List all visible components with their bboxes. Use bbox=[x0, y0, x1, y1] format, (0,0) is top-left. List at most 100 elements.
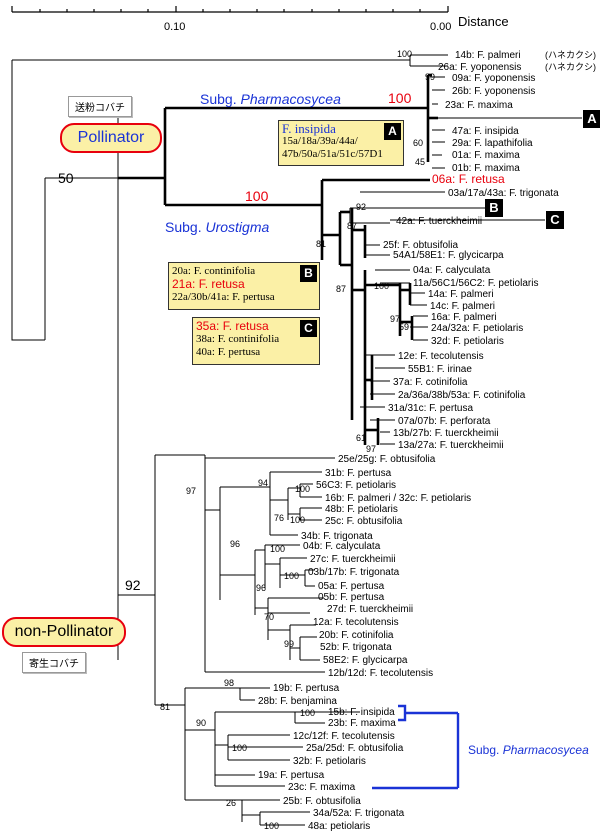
leaf-label: 11a/56C1/56C2: F. petiolaris bbox=[413, 278, 538, 289]
legend-box-b-line-highlight: 21a: F. retusa bbox=[172, 277, 245, 291]
legend-box-c-line-highlight: 35a: F. retusa bbox=[196, 319, 269, 333]
leaf-label: 01a: F. maxima bbox=[452, 150, 520, 161]
leaf-label: 48b: F. petiolaris bbox=[325, 504, 398, 515]
leaf-label: 12e: F. tecolutensis bbox=[398, 351, 484, 362]
leaf-label: 25a/25d: F. obtusifolia bbox=[306, 743, 404, 754]
leaf-label: 31b: F. pertusa bbox=[325, 468, 392, 479]
bootstrap-value: 26 bbox=[226, 798, 236, 808]
bootstrap-value: 92 bbox=[356, 202, 366, 212]
pollinator-label-text: Pollinator bbox=[77, 129, 145, 146]
leaf-note: (ハネカクシ) bbox=[545, 50, 596, 60]
leaf-label: 16b: F. palmeri / 32c: F. petiolaris bbox=[325, 493, 471, 504]
leaf-label: 12b/12d: F. tecolutensis bbox=[328, 668, 433, 679]
leaf-label: 13a/27a: F. tuerckheimii bbox=[398, 440, 504, 451]
clade-tag-b: B bbox=[485, 199, 503, 217]
distance-scale-bar bbox=[11, 6, 449, 13]
leaf-label: 48a: petiolaris bbox=[308, 821, 370, 832]
subgenus-pharmacosycea-bottom: Subg. Pharmacosycea bbox=[468, 743, 589, 757]
leaf-note: (ハネカクシ) bbox=[545, 62, 596, 72]
clade-tag-c: C bbox=[546, 211, 564, 229]
leaf-label: 52b: F. trigonata bbox=[320, 642, 392, 653]
leaf-label: 04b: F. calyculata bbox=[303, 541, 381, 552]
bootstrap-value: 81 bbox=[160, 702, 170, 712]
bootstrap-value: 87 bbox=[336, 284, 346, 294]
leaf-label: 09a: F. yoponensis bbox=[452, 73, 535, 84]
leaf-label: 01b: F. maxima bbox=[452, 163, 520, 174]
leaf-label: 03b/17b: F. trigonata bbox=[308, 567, 400, 578]
leaf-label: 19b: F. pertusa bbox=[273, 683, 340, 694]
legend-box-a-title: F. insipida bbox=[282, 121, 336, 136]
scale-tick-0.00: 0.00 bbox=[430, 21, 451, 33]
bootstrap-value: 100 bbox=[270, 544, 285, 554]
bootstrap-value: 99 bbox=[284, 639, 294, 649]
leaf-label: 25f: F. obtusifolia bbox=[383, 240, 458, 251]
bootstrap-value: 98 bbox=[224, 678, 234, 688]
bootstrap-value: 100 bbox=[290, 515, 305, 525]
support-root: 50 bbox=[58, 170, 74, 186]
leaf-label: 25b: F. obtusifolia bbox=[283, 796, 361, 807]
pollinator-label: Pollinator bbox=[60, 123, 162, 153]
leaf-label: 29a: F. lapathifolia bbox=[452, 138, 533, 149]
leaf-label: 07a/07b: F. perforata bbox=[398, 416, 491, 427]
bootstrap-value: 70 bbox=[264, 612, 274, 622]
bootstrap-value: 100 bbox=[397, 49, 412, 59]
legend-box-a-line: 47b/50a/51a/51c/57D1 bbox=[282, 148, 383, 160]
support-non-pollinator: 92 bbox=[125, 577, 141, 593]
non-pollinator-label: non-Pollinator bbox=[2, 617, 126, 647]
bootstrap-value: 45 bbox=[415, 157, 425, 167]
bootstrap-value: 97 bbox=[390, 314, 400, 324]
legend-box-b-line: 20a: F. continifolia bbox=[172, 265, 256, 277]
support-urostigma: 100 bbox=[245, 188, 269, 204]
leaf-label: 32b: F. petiolaris bbox=[293, 756, 366, 767]
leaf-label: 05a: F. pertusa bbox=[318, 581, 385, 592]
leaf-label: 56C3: F. petiolaris bbox=[316, 480, 396, 491]
bootstrap-value: 100 bbox=[300, 708, 315, 718]
legend-box-b-tag: B bbox=[300, 265, 317, 282]
bootstrap-value: 97 bbox=[366, 444, 376, 454]
bootstrap-value: 61 bbox=[356, 433, 366, 443]
bootstrap-value: 97 bbox=[186, 486, 196, 496]
legend-box-b: B 20a: F. continifolia 21a: F. retusa 22… bbox=[168, 262, 320, 310]
leaf-label: 04a: F. calyculata bbox=[413, 265, 491, 276]
legend-box-a-tag: A bbox=[384, 123, 401, 140]
leaf-label: 13b/27b: F. tuerckheimii bbox=[393, 428, 499, 439]
leaf-label: 23c: F. maxima bbox=[288, 782, 356, 793]
bootstrap-value: 94 bbox=[258, 478, 268, 488]
leaf-label: 14c: F. palmeri bbox=[430, 301, 495, 312]
leaf-label: 03a/17a/43a: F. trigonata bbox=[448, 188, 559, 199]
leaf-label: 26a: F. yoponensis bbox=[438, 62, 521, 73]
legend-box-b-line: 22a/30b/41a: F. pertusa bbox=[172, 291, 275, 303]
leaf-label: 25e/25g: F. obtusifolia bbox=[338, 454, 436, 465]
legend-box-c: C 35a: F. retusa 38a: F. continifolia 40… bbox=[192, 317, 320, 365]
legend-box-a: A F. insipida 15a/18a/39a/44a/ 47b/50a/5… bbox=[278, 120, 404, 166]
non-pollinator-jp-label: 寄生コバチ bbox=[22, 652, 86, 673]
bootstrap-value: 90 bbox=[196, 718, 206, 728]
legend-box-c-tag: C bbox=[300, 320, 317, 337]
support-pharmacosycea: 100 bbox=[388, 90, 412, 106]
bootstrap-value: 59 bbox=[399, 322, 409, 332]
leaf-label: 34a/52a: F. trigonata bbox=[313, 808, 405, 819]
clade-tag-a: A bbox=[583, 110, 600, 128]
scale-tick-0.10: 0.10 bbox=[164, 21, 185, 33]
leaf-label: 19a: F. pertusa bbox=[258, 770, 325, 781]
leaf-label-highlight: 06a: F. retusa bbox=[432, 172, 505, 186]
leaf-label: 2a/36a/38b/53a: F. cotinifolia bbox=[398, 390, 526, 401]
leaf-label: 20b: F. cotinifolia bbox=[319, 630, 394, 641]
leaf-label: 16a: F. palmeri bbox=[431, 312, 497, 323]
bootstrap-values: 100 99 60 45 92 87 81 87 100 97 59 61 97… bbox=[160, 49, 435, 831]
leaf-label: 12a: F. tecolutensis bbox=[313, 617, 399, 628]
leaf-labels: 14b: F. palmeri (ハネカクシ) 26a: F. yoponens… bbox=[258, 50, 596, 832]
pollinator-bold-branches bbox=[118, 73, 438, 445]
bootstrap-value: 100 bbox=[232, 743, 247, 753]
legend-box-c-line: 40a: F. pertusa bbox=[196, 346, 261, 358]
leaf-label: 27d: F. tuerckheimii bbox=[327, 604, 413, 615]
leaf-label: 23b: F. maxima bbox=[328, 718, 396, 729]
bootstrap-value: 81 bbox=[316, 239, 326, 249]
leaf-label: 37a: F. cotinifolia bbox=[393, 377, 468, 388]
leaf-label: 31a/31c: F. pertusa bbox=[388, 403, 473, 414]
bootstrap-value: 96 bbox=[256, 583, 266, 593]
leaf-label: 54A1/58E1: F. glycicarpa bbox=[393, 250, 504, 261]
leaf-label: 14b: F. palmeri bbox=[455, 50, 521, 61]
legend-box-a-line: 15a/18a/39a/44a/ bbox=[282, 135, 358, 147]
